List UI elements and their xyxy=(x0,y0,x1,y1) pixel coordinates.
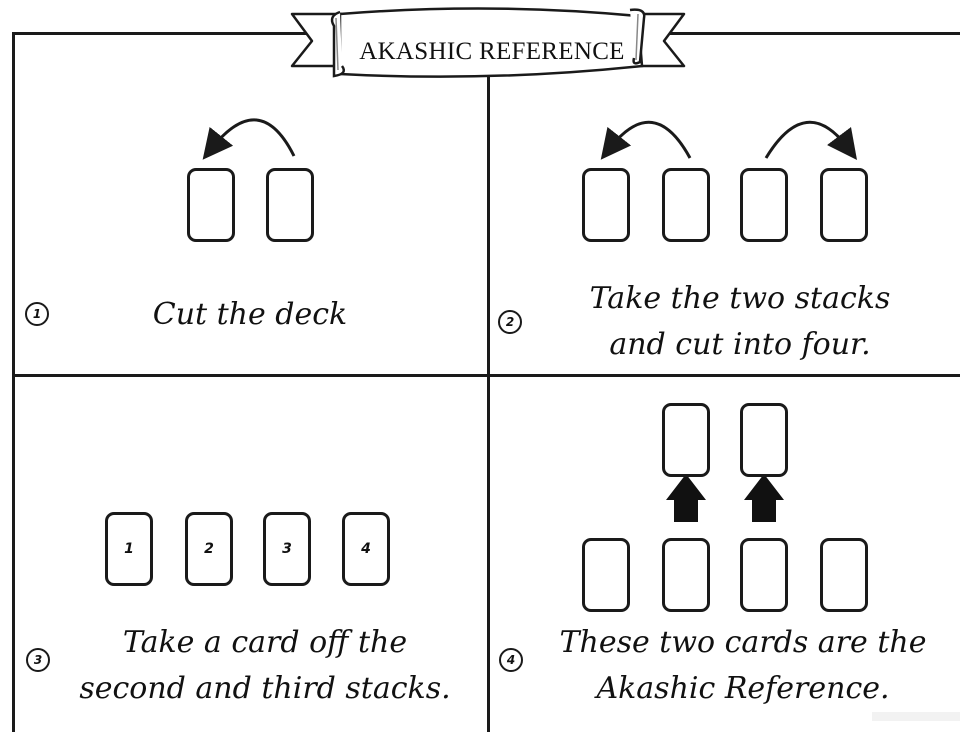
card-number: 3 xyxy=(282,541,292,557)
step-badge: 4 xyxy=(499,648,523,672)
caption-step-1: Cut the deck xyxy=(60,292,440,338)
caption-step-2: Take the two stacks and cut into four. xyxy=(530,276,950,368)
numbered-card: 3 xyxy=(263,512,311,586)
card xyxy=(582,538,630,612)
card xyxy=(662,538,710,612)
numbered-card: 4 xyxy=(342,512,390,586)
vertical-divider xyxy=(487,72,490,732)
scan-smudge xyxy=(872,712,960,721)
card xyxy=(582,168,630,242)
card xyxy=(740,168,788,242)
caption-line: and cut into four. xyxy=(609,327,871,362)
card xyxy=(820,538,868,612)
step-badge: 3 xyxy=(26,648,50,672)
card-number: 1 xyxy=(124,541,134,557)
card xyxy=(662,168,710,242)
caption-step-3: Take a card off the second and third sta… xyxy=(60,620,470,712)
step-badge: 1 xyxy=(25,302,49,326)
scroll-banner-icon xyxy=(290,7,686,78)
card xyxy=(820,168,868,242)
numbered-card: 2 xyxy=(185,512,233,586)
caption-step-4: These two cards are the Akashic Referenc… xyxy=(528,620,958,712)
numbered-card: 1 xyxy=(105,512,153,586)
card-number: 4 xyxy=(361,541,371,557)
caption-line: Take the two stacks xyxy=(589,281,891,316)
lifted-card xyxy=(740,403,788,477)
caption-line: Take a card off the xyxy=(122,625,408,660)
caption-line: Akashic Reference. xyxy=(596,671,890,706)
caption-line: second and third stacks. xyxy=(79,671,451,706)
card-number: 2 xyxy=(204,541,214,557)
horizontal-divider xyxy=(12,374,960,377)
card xyxy=(266,168,314,242)
card xyxy=(187,168,235,242)
caption-line: These two cards are the xyxy=(559,625,927,660)
card xyxy=(740,538,788,612)
caption-line: Cut the deck xyxy=(152,297,348,332)
banner-title: AKASHIC REFERENCE xyxy=(359,38,625,65)
step-badge: 2 xyxy=(498,310,522,334)
lifted-card xyxy=(662,403,710,477)
